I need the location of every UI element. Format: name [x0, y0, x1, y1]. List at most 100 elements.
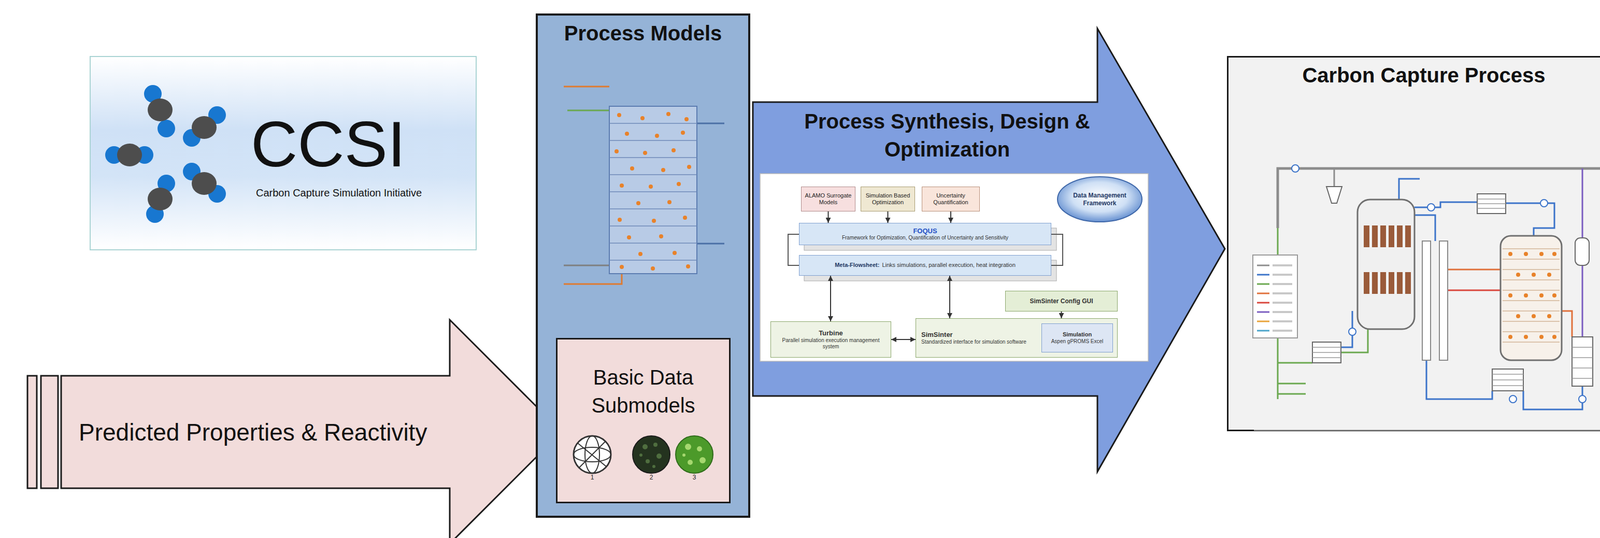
node-shape [752, 28, 1225, 472]
tool-box: SimSinterStandardized interface for simu… [915, 318, 1118, 358]
carbon-capture-flowsheet [1272, 282, 1293, 285]
node-title: Simulation Based Optimization [863, 192, 912, 206]
tool-box: SimSinter Config GUI [1005, 290, 1118, 312]
carbon-capture-flowsheet [1388, 225, 1395, 248]
carbon-capture-flowsheet [1502, 248, 1560, 342]
tool-box: TurbineParallel simulation execution man… [770, 321, 892, 358]
text-holder: Process Synthesis, Design & Optimization [773, 107, 1121, 164]
carbon-capture-flowsheet [1572, 336, 1593, 387]
reactor-column [676, 181, 681, 187]
carbon-capture-flowsheet [1252, 164, 1600, 431]
ccsi-molecules [157, 119, 176, 138]
input-arrow: Predicted Properties & Reactivity [27, 319, 562, 538]
carbon-capture-flowsheet [1540, 199, 1548, 207]
callout-number: 1 [589, 474, 596, 481]
node-title: Uncertainty Quantification [924, 192, 977, 206]
carbon-capture-flowsheet [1426, 360, 1493, 399]
carbon-capture-flowsheet [1552, 293, 1557, 298]
submodel-spheres [682, 453, 686, 457]
reactor-column [563, 86, 725, 284]
carbon-capture-flowsheet [1256, 302, 1270, 304]
node-title: Meta-Flowsheet: [834, 261, 880, 269]
carbon-capture-flowsheet [1477, 198, 1506, 209]
submodel-spheres [632, 435, 670, 474]
ccsi-molecules [147, 98, 173, 122]
text-holder: CCSI [250, 111, 406, 177]
reactor-column [567, 109, 610, 112]
reactor-column [630, 166, 635, 171]
reactor-column [609, 106, 697, 274]
carbon-capture-flowsheet [1380, 272, 1387, 294]
carbon-capture-flowsheet [1547, 313, 1552, 319]
carbon-capture-flowsheet [1523, 334, 1528, 339]
carbon-capture-flowsheet [1509, 395, 1517, 403]
connector [887, 211, 889, 223]
text-holder: Carbon Capture Process [1228, 63, 1600, 88]
connector [827, 211, 830, 223]
carbon-capture-flowsheet [1531, 272, 1536, 277]
carbon-capture-flowsheet [1333, 168, 1336, 187]
carbon-capture-flowsheet [1253, 429, 1600, 431]
tool-box: SimulationAspen gPROMS Excel [1041, 323, 1113, 353]
text-holder: 1 [589, 474, 596, 481]
carbon-capture-flowsheet [1348, 327, 1356, 336]
ccsi-molecules [182, 162, 201, 181]
tool-box: Uncertainty Quantification [921, 186, 980, 212]
node-title: FOQUS [912, 226, 937, 236]
submodel-spheres [573, 435, 611, 474]
submodel-spheres [653, 442, 658, 447]
carbon-capture-flowsheet [1575, 237, 1590, 266]
reactor-column [636, 201, 641, 206]
carbon-capture-flowsheet [1363, 225, 1370, 248]
node-title: Process Synthesis, Design & Optimization [773, 107, 1121, 164]
carbon-capture-flowsheet [1500, 235, 1562, 361]
node-text: Links simulations, parallel execution, h… [881, 261, 1016, 269]
carbon-capture-flowsheet [1508, 251, 1513, 256]
carbon-capture-flowsheet [1272, 292, 1293, 295]
submodel-spheres [577, 441, 607, 468]
ccsi-molecules [117, 143, 142, 167]
logo-box: CCSICarbon Capture Simulation Initiative [89, 55, 477, 251]
submodel-spheres [696, 446, 703, 452]
carbon-capture-flowsheet [1508, 251, 1557, 339]
submodels-box: Basic Data Submodels [555, 337, 731, 504]
node-title: ALAMO Surrogate Models [804, 192, 853, 206]
reactor-column [563, 273, 622, 284]
reactor-column [640, 116, 645, 121]
reactor-column [651, 218, 656, 223]
ccsi-molecules [144, 84, 162, 103]
carbon-capture-flowsheet [1272, 273, 1293, 276]
carbon-capture-flowsheet [1477, 193, 1506, 214]
carbon-capture-flowsheet [1508, 334, 1513, 339]
node-shape [40, 375, 59, 489]
carbon-capture-flowsheet [1552, 334, 1557, 339]
text-holder: 2 [648, 474, 655, 481]
data-ellipse: Data Management Framework [1056, 175, 1144, 223]
reactor-column [614, 111, 692, 271]
carbon-capture-flowsheet [1396, 272, 1403, 294]
submodel-spheres [652, 464, 656, 468]
carbon-capture-flowsheet [1363, 272, 1370, 294]
carbon-capture-flowsheet [1277, 168, 1600, 228]
reactor-column [666, 111, 671, 117]
reactor-column [684, 117, 689, 122]
node-text: Framework for Optimization, Quantificati… [841, 234, 1009, 241]
reactor-column [687, 164, 692, 169]
submodel-spheres [573, 435, 713, 474]
submodel-spheres [642, 444, 648, 450]
reactor-column [648, 184, 653, 189]
carbon-capture-flowsheet [1340, 310, 1353, 348]
carbon-capture-flowsheet [1492, 374, 1524, 386]
submodel-spheres [639, 442, 662, 468]
carbon-capture-flowsheet [1357, 199, 1415, 330]
connector [950, 211, 952, 223]
carbon-capture-flowsheet [1561, 310, 1573, 337]
reactor-column [609, 123, 697, 261]
ccsi-molecules [182, 129, 201, 147]
connector [1061, 311, 1063, 319]
callout-number: 2 [648, 474, 655, 481]
reactor-column [696, 243, 725, 245]
framework-bar: Meta-Flowsheet:Links simulations, parall… [798, 254, 1052, 276]
carbon-capture-flowsheet [1414, 202, 1478, 208]
carbon-capture-flowsheet [1256, 320, 1270, 323]
